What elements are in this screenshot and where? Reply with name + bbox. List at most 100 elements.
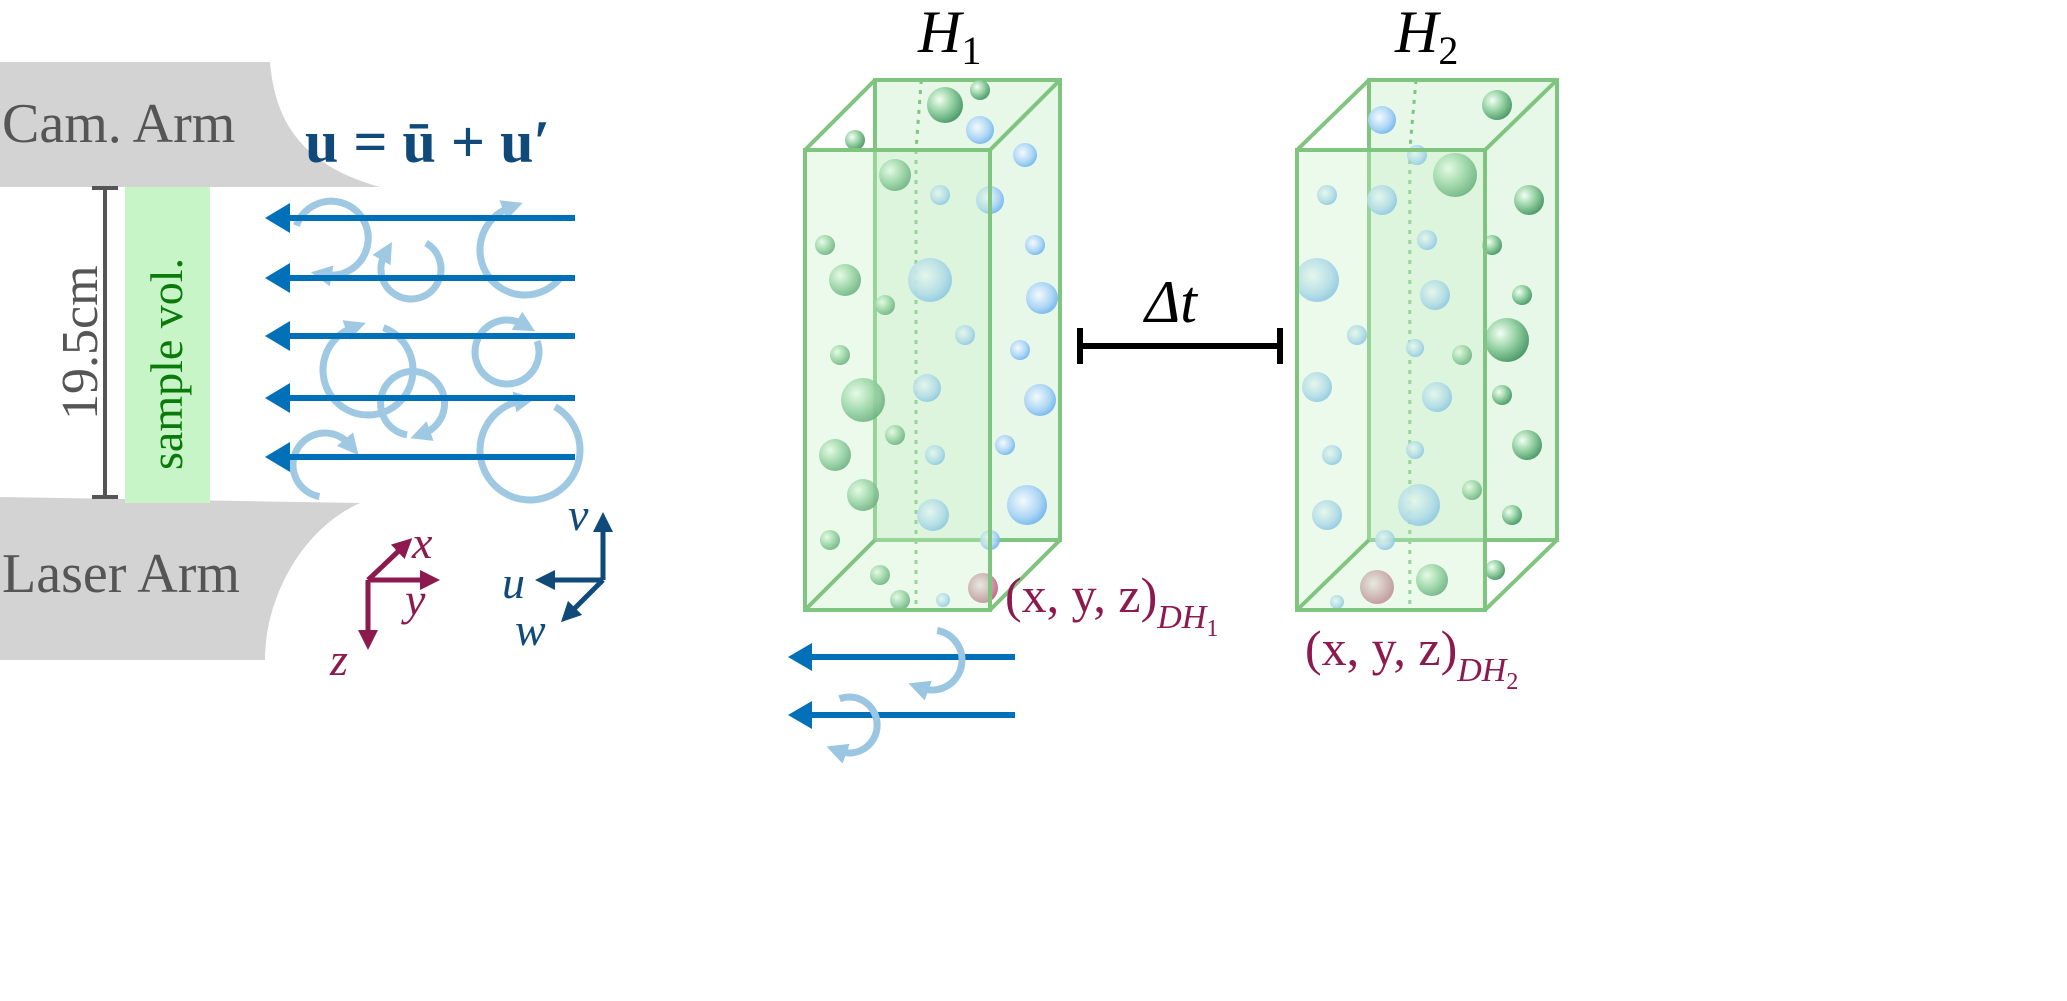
arrowhead bbox=[265, 442, 290, 472]
axis-z-label: z bbox=[329, 634, 348, 685]
box-front-face bbox=[803, 148, 992, 612]
laser-arm bbox=[0, 497, 360, 660]
particle bbox=[1010, 340, 1030, 360]
particle bbox=[917, 499, 949, 531]
arrowhead bbox=[265, 263, 290, 293]
box-edge bbox=[803, 538, 877, 612]
particle bbox=[847, 479, 879, 511]
particle bbox=[1026, 282, 1058, 314]
particle bbox=[830, 345, 850, 365]
particle bbox=[1330, 595, 1344, 609]
local-flow-illustration bbox=[788, 627, 1015, 764]
velocity-component-axes bbox=[535, 512, 613, 623]
box-edge bbox=[803, 78, 877, 152]
camera-arm-label: Cam. Arm bbox=[2, 93, 235, 155]
laser-arm-label: Laser Arm bbox=[2, 543, 240, 605]
box-edge bbox=[1295, 538, 1371, 612]
hidden-edge bbox=[1408, 79, 1418, 151]
particle bbox=[1462, 480, 1482, 500]
eddy-circulation bbox=[372, 239, 445, 303]
mean-flow-arrows bbox=[265, 203, 575, 472]
eddies bbox=[826, 627, 966, 764]
hologram-1-volume bbox=[803, 78, 1062, 612]
particle bbox=[1302, 372, 1332, 402]
particle bbox=[1485, 560, 1505, 580]
box-front-face bbox=[1295, 148, 1487, 612]
time-step-label: Δt bbox=[1143, 269, 1198, 335]
eddy-circulation bbox=[826, 693, 881, 764]
particle bbox=[819, 439, 851, 471]
axis-u-label: u bbox=[502, 557, 525, 608]
particle bbox=[1422, 382, 1452, 412]
particle bbox=[1512, 430, 1542, 460]
axis-v-label: v bbox=[568, 489, 589, 540]
hologram-2-volume bbox=[1295, 78, 1559, 612]
particle bbox=[890, 590, 910, 610]
turbulent-eddies bbox=[289, 197, 584, 504]
particle bbox=[1492, 385, 1512, 405]
camera-arm bbox=[0, 62, 380, 187]
particle bbox=[1406, 339, 1424, 357]
particle-position-1: (x, y, z)DH1 bbox=[1005, 567, 1218, 642]
eddy-circulation bbox=[476, 391, 584, 504]
eddy-circulation bbox=[471, 311, 543, 388]
particle bbox=[1398, 484, 1440, 526]
eddy-circulation bbox=[319, 320, 417, 419]
axis-x-label: x bbox=[411, 517, 433, 568]
particle bbox=[1013, 143, 1037, 167]
particle bbox=[1433, 153, 1477, 197]
particle bbox=[1482, 90, 1512, 120]
particle bbox=[815, 235, 835, 255]
axis-w-label: w bbox=[515, 604, 546, 655]
particle bbox=[1416, 564, 1448, 596]
particle bbox=[1485, 318, 1529, 362]
eddy-circulation bbox=[908, 627, 966, 701]
particle bbox=[885, 425, 905, 445]
particle bbox=[1317, 185, 1337, 205]
particle bbox=[875, 295, 895, 315]
particle bbox=[1322, 445, 1342, 465]
particle bbox=[1452, 345, 1472, 365]
particle bbox=[1347, 325, 1367, 345]
velocity-decomposition-equation: u = ū + u′ bbox=[305, 109, 550, 175]
particle bbox=[1368, 106, 1396, 134]
particle bbox=[829, 264, 861, 296]
particle bbox=[820, 530, 840, 550]
distance-label: 19.5cm bbox=[52, 265, 109, 420]
particle bbox=[913, 374, 941, 402]
particle bbox=[995, 435, 1015, 455]
particle bbox=[1375, 530, 1395, 550]
particle bbox=[925, 445, 945, 465]
eddy-circulation bbox=[289, 429, 359, 500]
sample-volume-label: sample vol. bbox=[141, 258, 192, 470]
sample-volume bbox=[125, 187, 210, 503]
particle bbox=[1024, 384, 1056, 416]
particle bbox=[936, 593, 950, 607]
arrowhead bbox=[265, 203, 290, 233]
particle bbox=[1312, 500, 1342, 530]
particle bbox=[845, 130, 865, 150]
particle bbox=[930, 185, 950, 205]
box-edge bbox=[988, 78, 1062, 152]
particle bbox=[1417, 230, 1437, 250]
particle bbox=[1007, 485, 1047, 525]
arrowhead bbox=[265, 321, 290, 351]
box-edge bbox=[1295, 78, 1371, 152]
axis-y-label: y bbox=[401, 574, 426, 625]
hologram-1-title: H1 bbox=[917, 0, 981, 73]
lab-coordinate-axes bbox=[358, 538, 440, 650]
particle bbox=[1514, 185, 1544, 215]
particle bbox=[1512, 285, 1532, 305]
particle bbox=[927, 87, 963, 123]
time-step-bar bbox=[1077, 328, 1283, 364]
particle bbox=[841, 378, 885, 422]
particle bbox=[970, 80, 990, 100]
particle bbox=[1025, 235, 1045, 255]
distance-dimension bbox=[92, 186, 118, 499]
particle bbox=[966, 116, 994, 144]
arrowhead bbox=[788, 701, 812, 729]
hologram-2-title: H2 bbox=[1394, 0, 1458, 73]
hidden-edge bbox=[914, 79, 923, 151]
particle bbox=[879, 159, 911, 191]
